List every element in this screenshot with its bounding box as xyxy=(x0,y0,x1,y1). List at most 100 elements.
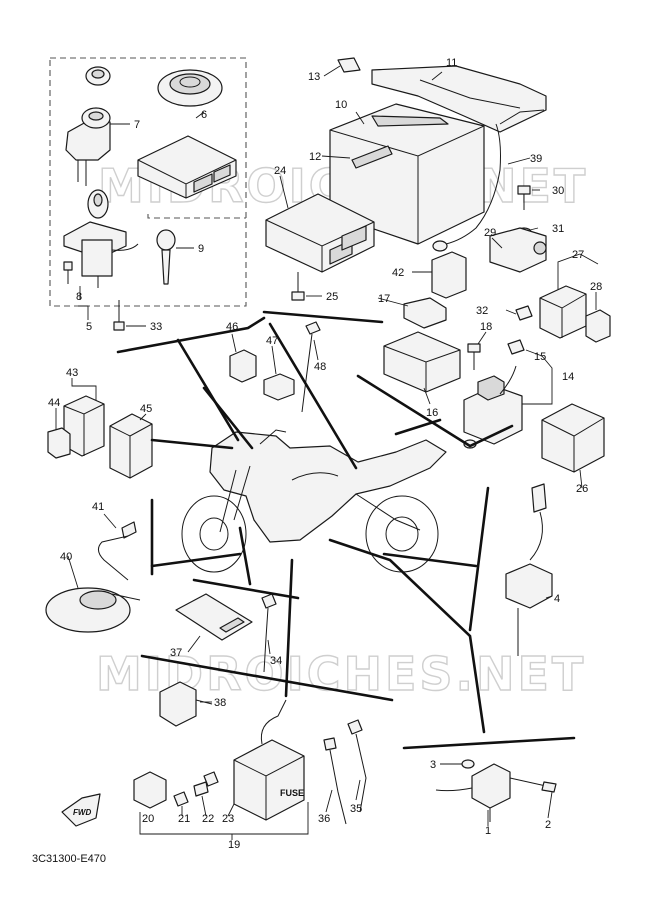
part-battery-cover xyxy=(371,65,547,133)
callout-1: 1 xyxy=(485,825,491,837)
part-battery-lead xyxy=(432,109,545,252)
callout-6: 6 xyxy=(201,109,207,121)
callout-8: 8 xyxy=(76,291,82,303)
callout-24: 24 xyxy=(274,165,286,177)
callout-20: 20 xyxy=(142,813,154,825)
part-small-lock xyxy=(85,66,111,86)
part-battery xyxy=(329,103,485,245)
callout-41: 41 xyxy=(92,501,104,513)
part-bracket-17 xyxy=(403,297,447,329)
callout-15: 15 xyxy=(534,351,546,363)
callout-17: 17 xyxy=(378,293,390,305)
part-bolt-8 xyxy=(63,261,73,284)
callout-14: 14 xyxy=(562,371,574,383)
part-fuse-15 xyxy=(507,339,525,355)
part-sheet-37 xyxy=(175,593,253,641)
callout-29: 29 xyxy=(484,227,496,239)
fuse-box-label: FUSE xyxy=(280,788,304,798)
part-connector-47 xyxy=(263,373,295,401)
part-sensor-1 xyxy=(435,763,511,822)
callout-2: 2 xyxy=(545,819,551,831)
callout-25: 25 xyxy=(326,291,338,303)
callout-38: 38 xyxy=(214,697,226,709)
callout-31: 31 xyxy=(552,223,564,235)
callout-32: 32 xyxy=(476,305,488,317)
callout-22: 22 xyxy=(202,813,214,825)
callout-23: 23 xyxy=(222,813,234,825)
callout-30: 30 xyxy=(552,185,564,197)
callout-3: 3 xyxy=(430,759,436,771)
part-bolt-33 xyxy=(113,300,125,331)
callout-47: 47 xyxy=(266,335,278,347)
part-fuse-box-23: FUSE xyxy=(233,699,305,821)
callout-42: 42 xyxy=(392,267,404,279)
callout-7: 7 xyxy=(134,119,140,131)
callout-28: 28 xyxy=(590,281,602,293)
part-cable-tie-34 xyxy=(261,593,277,673)
callout-33: 33 xyxy=(150,321,162,333)
motorcycle-silhouette xyxy=(181,429,447,573)
fwd-label: FWD xyxy=(73,808,91,817)
part-fuel-cap-lock xyxy=(157,69,223,107)
callout-27: 27 xyxy=(572,249,584,261)
callout-36: 36 xyxy=(318,813,330,825)
callout-18: 18 xyxy=(480,321,492,333)
callout-45: 45 xyxy=(140,403,152,415)
part-wire-lead-41 xyxy=(98,521,137,581)
part-relay-27 xyxy=(539,285,587,339)
part-relay-26 xyxy=(541,403,605,473)
callout-13: 13 xyxy=(308,71,320,83)
part-fuse-23b xyxy=(203,771,219,787)
callout-46: 46 xyxy=(226,321,238,333)
callout-43: 43 xyxy=(66,367,78,379)
diagram-code: 3C31300-E470 xyxy=(32,853,106,865)
callout-40: 40 xyxy=(60,551,72,563)
callout-19: 19 xyxy=(228,839,240,851)
callout-37: 37 xyxy=(170,647,182,659)
part-main-switch xyxy=(65,107,111,186)
fwd-arrow-icon: FWD xyxy=(61,793,101,827)
callout-35: 35 xyxy=(350,803,362,815)
part-cable-tie-48 xyxy=(301,321,321,413)
ignition-group-box xyxy=(49,57,247,307)
part-horn-40 xyxy=(45,587,141,633)
callout-16: 16 xyxy=(426,407,438,419)
part-battery-strap-clip xyxy=(337,57,361,73)
part-cable-tie-35 xyxy=(347,719,367,813)
part-connector-46 xyxy=(229,349,257,383)
part-fuse-32 xyxy=(515,305,533,321)
part-bolt-25 xyxy=(291,272,305,301)
callout-12: 12 xyxy=(309,151,321,163)
part-connector-20 xyxy=(133,771,167,809)
callout-21: 21 xyxy=(178,813,190,825)
part-relay-44 xyxy=(47,427,71,459)
callout-34: 34 xyxy=(270,655,282,667)
callout-44: 44 xyxy=(48,397,60,409)
part-ecm-unit xyxy=(265,193,375,273)
part-washer-3 xyxy=(461,759,475,769)
part-relay-45 xyxy=(109,413,153,479)
callout-9: 9 xyxy=(198,243,204,255)
callout-26: 26 xyxy=(576,483,588,495)
callout-48: 48 xyxy=(314,361,326,373)
part-cable-tie-36 xyxy=(323,737,347,825)
part-neutral-switch-4 xyxy=(505,483,553,656)
part-fuse-22 xyxy=(193,781,209,797)
callout-10: 10 xyxy=(335,99,347,111)
part-fuse-holder-16 xyxy=(383,331,461,393)
leader-lines xyxy=(55,65,599,840)
part-bolt-30 xyxy=(517,185,531,210)
group-lines xyxy=(116,310,576,750)
callout-numbers: 1 2 3 4 5 6 7 8 9 10 11 12 13 14 15 16 1… xyxy=(48,57,602,851)
part-key xyxy=(156,229,176,285)
callout-39: 39 xyxy=(530,153,542,165)
part-ecu xyxy=(137,135,237,199)
part-bolt-2 xyxy=(509,777,557,793)
part-steering-lock xyxy=(63,189,139,288)
ignition-group-inner-box xyxy=(147,214,246,219)
part-connector-38 xyxy=(159,681,213,727)
callout-11: 11 xyxy=(446,57,457,69)
part-relay-42 xyxy=(431,251,467,299)
part-bolt-18 xyxy=(467,343,481,370)
